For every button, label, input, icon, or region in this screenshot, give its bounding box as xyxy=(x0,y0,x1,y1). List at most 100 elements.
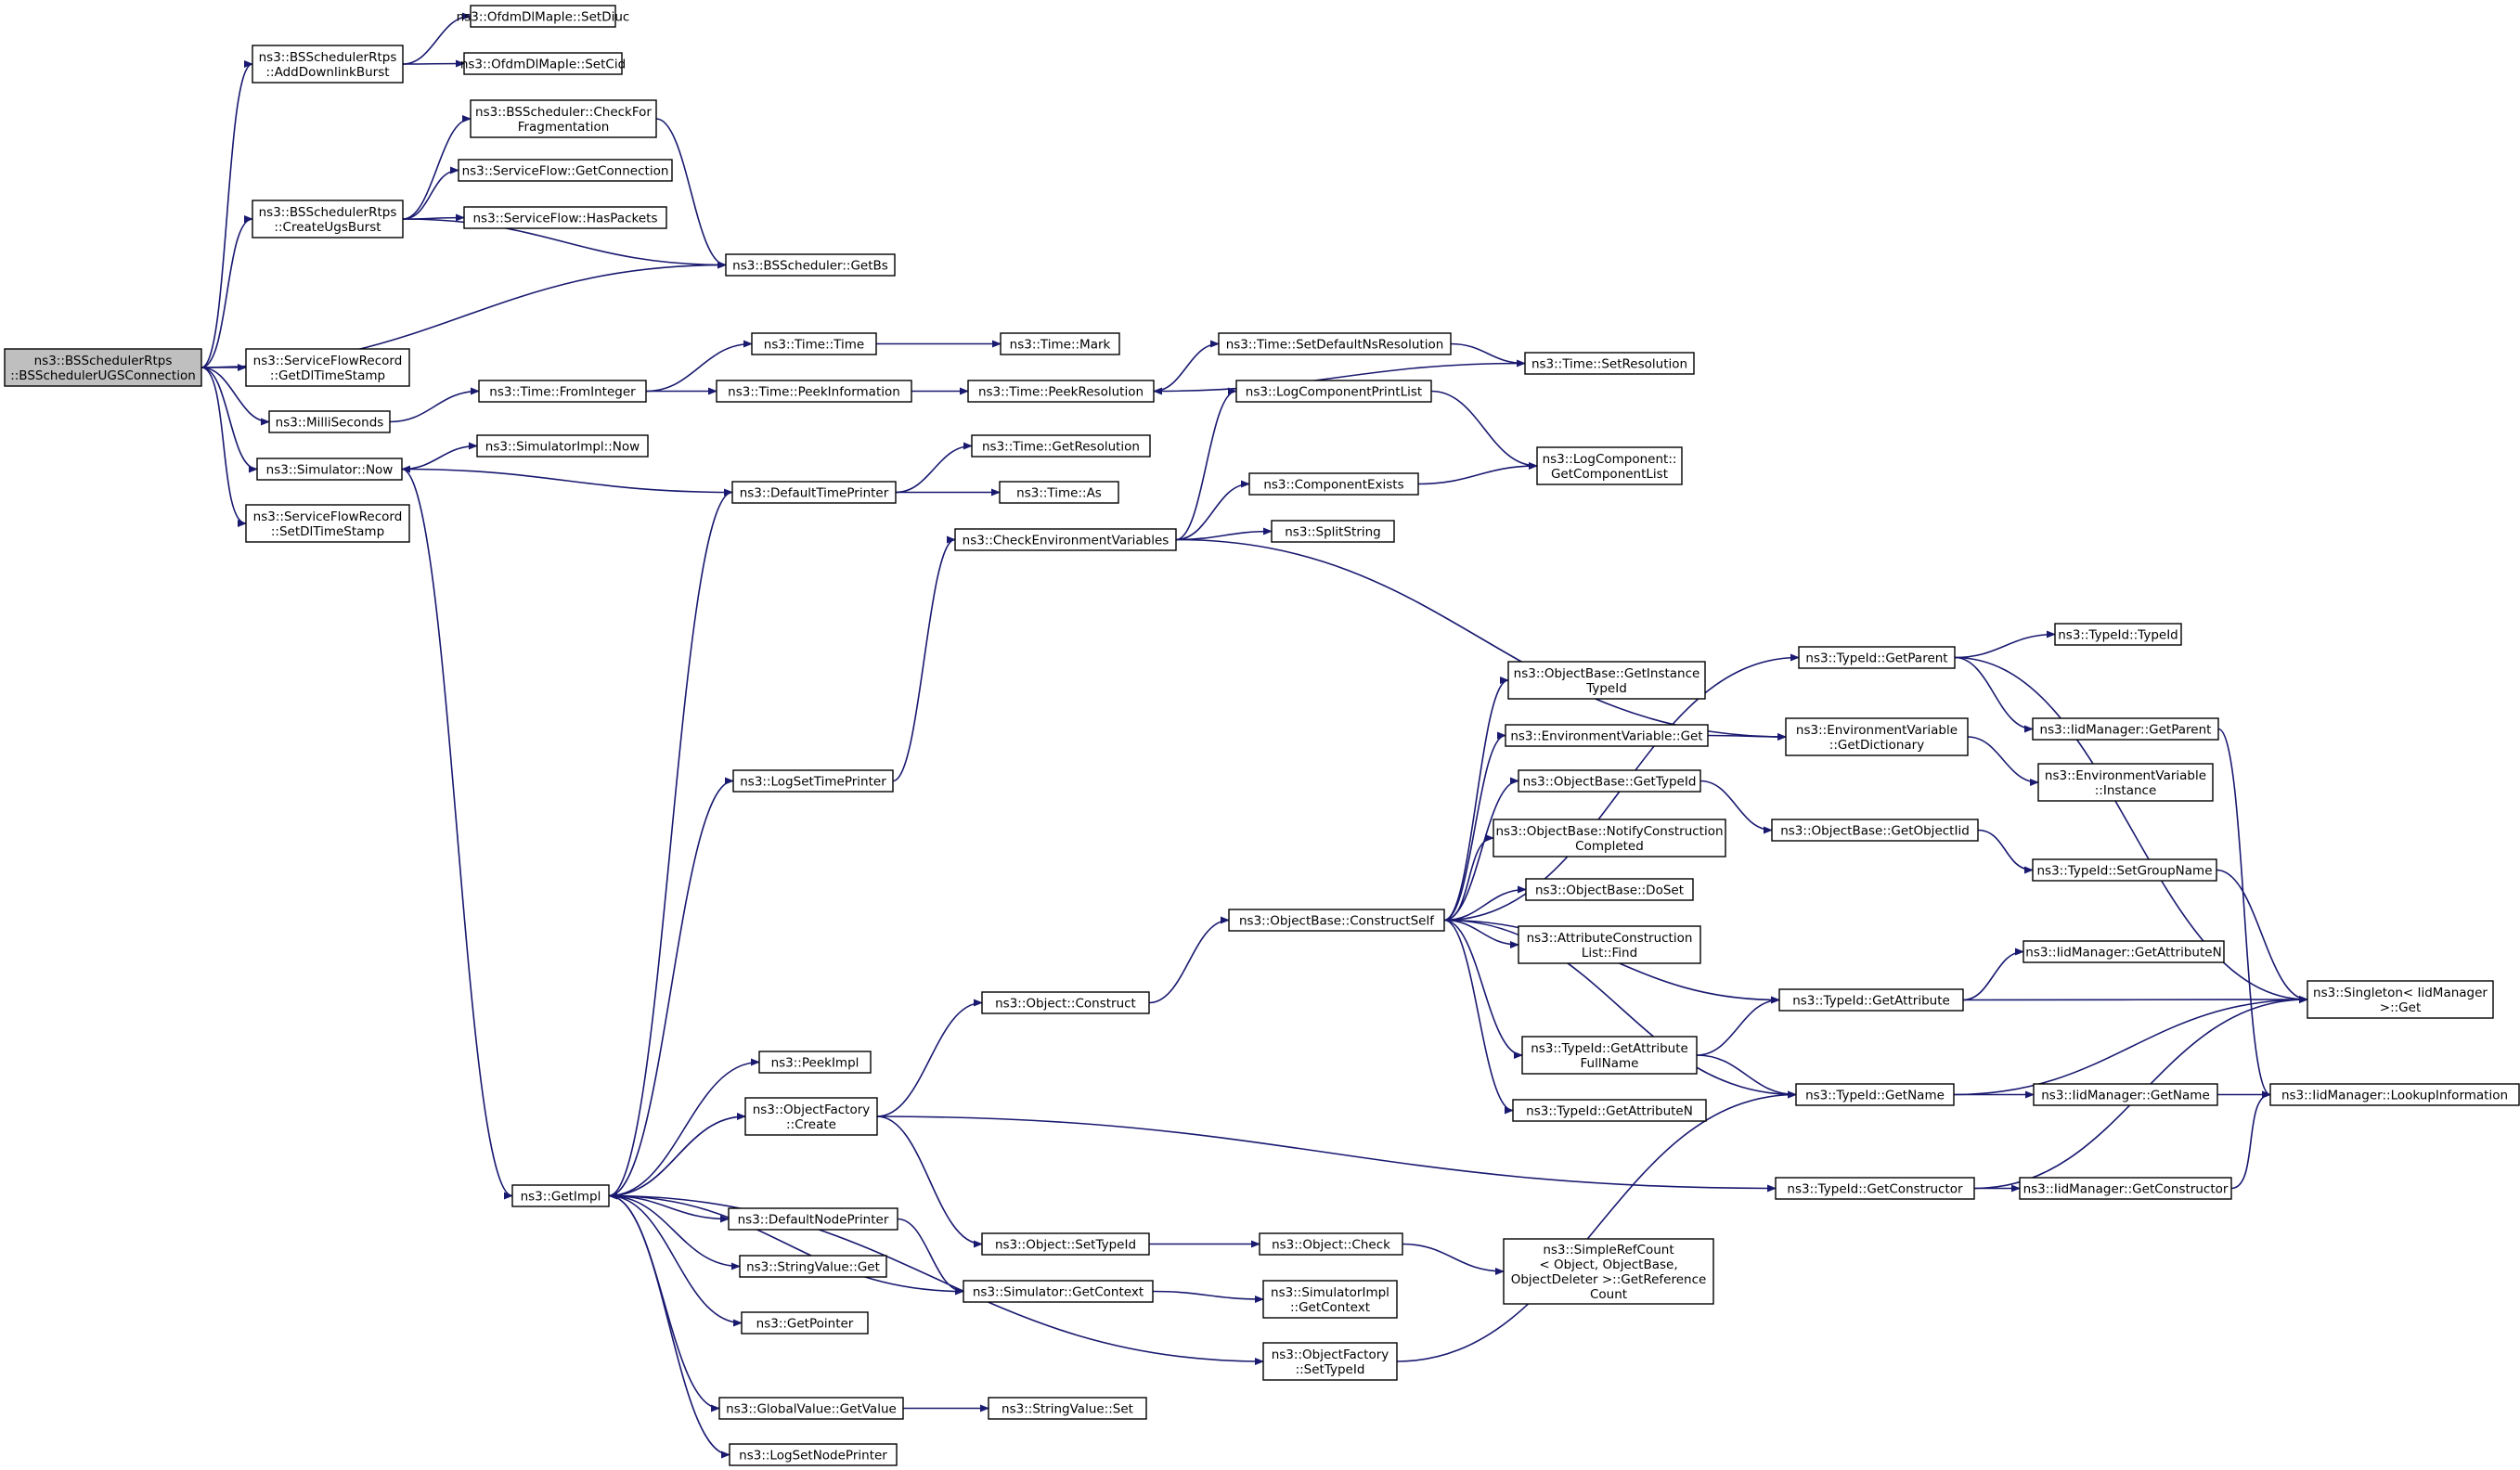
node-component-exists[interactable]: ns3::ComponentExists xyxy=(1248,472,1419,496)
node-notify-construction[interactable]: ns3::ObjectBase::NotifyConstructionCompl… xyxy=(1493,819,1726,858)
node-add-downlink-burst[interactable]: ns3::BSSchedulerRtps::AddDownlinkBurst xyxy=(252,45,404,84)
node-env-var-get-dict[interactable]: ns3::EnvironmentVariable::GetDictionary xyxy=(1785,717,1969,756)
node-box xyxy=(741,1311,869,1335)
node-get-resolution[interactable]: ns3::Time::GetResolution xyxy=(971,434,1151,458)
node-construct-self[interactable]: ns3::ObjectBase::ConstructSelf xyxy=(1228,909,1445,932)
node-set-default-ns-res[interactable]: ns3::Time::SetDefaultNsResolution xyxy=(1218,332,1452,355)
node-set-cid[interactable]: ns3::OfdmDlMapIe::SetCid xyxy=(460,52,626,75)
node-type-id-get-parent[interactable]: ns3::TypeId::GetParent xyxy=(1798,646,1956,669)
node-milli-seconds[interactable]: ns3::MilliSeconds xyxy=(268,410,391,433)
node-time-as[interactable]: ns3::Time::As xyxy=(999,481,1119,504)
node-obj-base-get-type-id[interactable]: ns3::ObjectBase::GetTypeId xyxy=(1518,769,1701,793)
node-obj-base-get-object-iid[interactable]: ns3::ObjectBase::GetObjectIid xyxy=(1771,819,1979,842)
node-set-dl-time-stamp[interactable]: ns3::ServiceFlowRecord::SetDlTimeStamp xyxy=(245,504,410,543)
edge-obj-base-get-object-iid-to-type-id-set-group-name xyxy=(1977,829,2034,874)
node-peek-impl[interactable]: ns3::PeekImpl xyxy=(758,1051,872,1074)
node-box xyxy=(1248,472,1419,496)
node-label: GetComponentList xyxy=(1551,467,1668,482)
node-has-packets[interactable]: ns3::ServiceFlow::HasPackets xyxy=(463,206,667,229)
edge-check-env-vars-to-log-comp-print-list xyxy=(1175,387,1237,541)
node-sim-impl-get-context[interactable]: ns3::SimulatorImpl::GetContext xyxy=(1262,1280,1398,1319)
node-global-value-get-value[interactable]: ns3::GlobalValue::GetValue xyxy=(718,1397,904,1420)
node-box xyxy=(1771,819,1979,842)
node-label: ns3::Simulator::Now xyxy=(266,463,394,478)
node-box xyxy=(245,504,410,543)
node-iid-get-parent[interactable]: ns3::IidManager::GetParent xyxy=(2032,717,2219,741)
node-iid-get-constructor[interactable]: ns3::IidManager::GetConstructor xyxy=(2019,1177,2232,1200)
node-from-integer[interactable]: ns3::Time::FromInteger xyxy=(478,380,647,403)
node-peek-information[interactable]: ns3::Time::PeekInformation xyxy=(716,380,912,403)
edge-type-id-get-parent-to-iid-get-parent xyxy=(1954,656,2034,733)
node-iid-lookup-info[interactable]: ns3::IidManager::LookupInformation xyxy=(2269,1083,2520,1106)
node-get-impl[interactable]: ns3::GetImpl xyxy=(511,1184,610,1207)
node-sim-impl-now[interactable]: ns3::SimulatorImpl::Now xyxy=(476,434,649,458)
node-simple-ref-count[interactable]: ns3::SimpleRefCount< Object, ObjectBase,… xyxy=(1503,1238,1714,1305)
node-set-resolution[interactable]: ns3::Time::SetResolution xyxy=(1524,352,1695,375)
node-iid-get-name[interactable]: ns3::IidManager::GetName xyxy=(2033,1083,2218,1106)
node-type-id-set-group-name[interactable]: ns3::TypeId::SetGroupName xyxy=(2032,858,2217,882)
node-get-connection[interactable]: ns3::ServiceFlow::GetConnection xyxy=(458,159,673,182)
node-set-diuc[interactable]: ns3::OfdmDlMapIe::SetDiuc xyxy=(457,5,630,28)
node-type-id-get-attribute-n[interactable]: ns3::TypeId::GetAttributeN xyxy=(1512,1099,1707,1122)
node-default-node-printer[interactable]: ns3::DefaultNodePrinter xyxy=(728,1207,898,1231)
node-object-construct[interactable]: ns3::Object::Construct xyxy=(981,991,1150,1014)
node-split-string[interactable]: ns3::SplitString xyxy=(1271,520,1395,543)
node-env-var-instance[interactable]: ns3::EnvironmentVariable::Instance xyxy=(2037,763,2214,802)
node-default-time-printer[interactable]: ns3::DefaultTimePrinter xyxy=(731,481,897,504)
node-type-id-type-id[interactable]: ns3::TypeId::TypeId xyxy=(2054,623,2182,646)
node-get-bs[interactable]: ns3::BSScheduler::GetBs xyxy=(725,253,896,277)
node-time-mark[interactable]: ns3::Time::Mark xyxy=(1000,332,1120,355)
node-type-id-get-name[interactable]: ns3::TypeId::GetName xyxy=(1795,1083,1955,1106)
node-type-id-get-constructor[interactable]: ns3::TypeId::GetConstructor xyxy=(1775,1177,1975,1200)
node-label: FullName xyxy=(1581,1056,1639,1071)
node-log-set-time-printer[interactable]: ns3::LogSetTimePrinter xyxy=(732,769,894,793)
node-box xyxy=(252,45,404,84)
node-box xyxy=(470,5,616,28)
node-label: ns3::TypeId::GetAttributeN xyxy=(1526,1104,1693,1119)
node-object-factory-create[interactable]: ns3::ObjectFactory::Create xyxy=(744,1097,878,1136)
edge-type-id-get-parent-to-type-id-type-id xyxy=(1954,630,2056,659)
node-string-value-get[interactable]: ns3::StringValue::Get xyxy=(739,1255,887,1278)
edge-construct-self-to-get-attr-full-name xyxy=(1443,919,1523,1059)
node-create-ugs-burst[interactable]: ns3::BSSchedulerRtps::CreateUgsBurst xyxy=(252,200,404,239)
node-root[interactable]: ns3::BSSchedulerRtps::BSSchedulerUGSConn… xyxy=(4,348,202,387)
node-label: ns3::ServiceFlowRecord xyxy=(253,509,403,524)
node-log-set-node-printer[interactable]: ns3::LogSetNodePrinter xyxy=(729,1443,898,1466)
node-get-pointer[interactable]: ns3::GetPointer xyxy=(741,1311,869,1335)
node-log-comp-get-list[interactable]: ns3::LogComponent::GetComponentList xyxy=(1536,446,1683,485)
node-box xyxy=(744,1097,878,1136)
node-time-time[interactable]: ns3::Time::Time xyxy=(751,332,877,355)
node-simulator-get-context[interactable]: ns3::Simulator::GetContext xyxy=(963,1280,1154,1303)
node-singleton-get[interactable]: ns3::Singleton< IidManager >::Get xyxy=(2307,980,2494,1019)
edge-root-to-milli-seconds xyxy=(200,367,270,426)
edge-construct-self-to-env-var-get xyxy=(1443,731,1506,922)
node-label: ns3::Object::SetTypeId xyxy=(995,1238,1136,1253)
node-object-check[interactable]: ns3::Object::Check xyxy=(1259,1232,1403,1256)
node-label: ns3::IidManager::LookupInformation xyxy=(2281,1089,2508,1103)
node-obj-factory-set-type-id[interactable]: ns3::ObjectFactory::SetTypeId xyxy=(1262,1342,1398,1381)
node-simulator-now[interactable]: ns3::Simulator::Now xyxy=(256,458,403,481)
node-label: ns3::DefaultNodePrinter xyxy=(738,1213,889,1228)
node-box xyxy=(463,52,623,75)
node-object-set-type-id[interactable]: ns3::Object::SetTypeId xyxy=(981,1232,1150,1256)
node-type-id-get-attribute[interactable]: ns3::TypeId::GetAttribute xyxy=(1778,988,1964,1012)
node-log-comp-print-list[interactable]: ns3::LogComponentPrintList xyxy=(1235,380,1432,403)
node-label: ns3::Time::As xyxy=(1016,486,1102,501)
node-obj-base-do-set[interactable]: ns3::ObjectBase::DoSet xyxy=(1525,878,1694,901)
node-peek-resolution[interactable]: ns3::Time::PeekResolution xyxy=(967,380,1155,403)
node-box xyxy=(4,348,202,387)
node-string-value-set[interactable]: ns3::StringValue::Set xyxy=(988,1397,1147,1420)
node-label: ns3::LogComponent:: xyxy=(1543,452,1677,467)
edge-env-var-get-to-env-var-get-dict xyxy=(1707,732,1787,741)
node-get-dl-time-stamp[interactable]: ns3::ServiceFlowRecord::GetDlTimeStamp xyxy=(245,348,410,387)
node-iid-get-attribute-n[interactable]: ns3::IidManager::GetAttributeN xyxy=(2022,940,2225,963)
edge-object-factory-create-to-object-construct xyxy=(876,999,983,1117)
node-env-var-get[interactable]: ns3::EnvironmentVariable::Get xyxy=(1505,724,1709,747)
node-check-env-vars[interactable]: ns3::CheckEnvironmentVariables xyxy=(954,528,1177,551)
node-label: ns3::BSScheduler::CheckFor xyxy=(475,105,652,120)
node-label: TypeId xyxy=(1585,681,1627,696)
